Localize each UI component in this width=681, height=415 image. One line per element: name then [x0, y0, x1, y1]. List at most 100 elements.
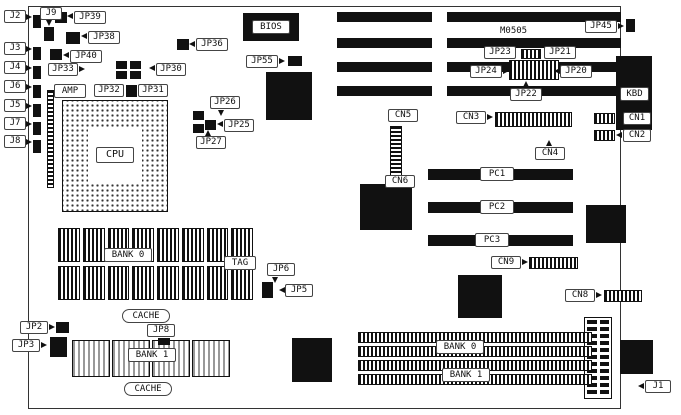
leader-arrow	[554, 68, 560, 74]
memory-module	[206, 266, 229, 300]
jumper-jp25	[205, 120, 216, 130]
isa-slot-1-short	[337, 12, 432, 22]
isa-slot-3-short	[337, 62, 432, 72]
memory-bank0-row-1	[58, 228, 253, 262]
leader-arrow	[487, 114, 493, 120]
board-model: M0505	[500, 26, 528, 36]
connector-j3	[33, 47, 41, 60]
label-jp36: JP36	[196, 38, 228, 51]
label-pc1: PC1	[480, 167, 514, 181]
isa-slot-2-long	[447, 38, 621, 48]
leader-arrow	[522, 259, 528, 265]
leader-arrow	[189, 41, 195, 47]
label-jp40: JP40	[70, 50, 102, 63]
amp-sip-package	[47, 90, 54, 188]
label-j6: J6	[4, 80, 26, 93]
jumper-block-jp30b	[130, 71, 141, 79]
label-bank1-right: BANK 1	[442, 368, 490, 382]
cache-chip-1	[72, 340, 110, 377]
label-j4: J4	[4, 61, 26, 74]
label-jp39: JP39	[74, 11, 106, 24]
label-jp27: JP27	[196, 136, 226, 149]
label-cn9: CN9	[491, 256, 521, 269]
connector-j9	[44, 27, 54, 41]
label-jp32: JP32	[94, 84, 124, 97]
leader-arrow	[26, 46, 32, 52]
leader-arrow	[26, 14, 32, 20]
power-pin-column	[599, 320, 609, 396]
connector-cn3-cn4	[495, 112, 572, 127]
connector-j8	[33, 140, 41, 153]
isa-slot-4-short	[337, 86, 432, 96]
label-kbd: KBD	[620, 87, 649, 101]
leader-arrow	[81, 33, 87, 39]
chipset-chip-1	[266, 72, 312, 120]
connector-j6	[33, 85, 41, 98]
chipset-chip-3	[458, 275, 502, 318]
label-j3: J3	[4, 42, 26, 55]
leader-arrow	[149, 65, 155, 71]
memory-bank0-row-2	[58, 266, 253, 300]
memory-module	[231, 266, 253, 300]
chipset-chip-2	[360, 184, 412, 230]
connector-cn1	[594, 113, 615, 124]
leader-arrow	[279, 58, 285, 64]
connector-j4	[33, 66, 41, 79]
memory-module	[58, 228, 80, 262]
leader-arrow	[218, 110, 224, 116]
label-jp21: JP21	[544, 46, 576, 59]
isa-slot-2-short	[337, 38, 432, 48]
jumper-jp6-jp5	[262, 282, 273, 298]
memory-module	[181, 266, 204, 300]
memory-module	[157, 228, 179, 262]
cache-chip-4	[192, 340, 230, 377]
label-jp22: JP22	[510, 88, 542, 101]
leader-arrow	[546, 140, 552, 146]
leader-arrow	[26, 121, 32, 127]
memory-module	[157, 266, 179, 300]
connector-cn5	[390, 126, 402, 176]
leader-arrow	[49, 324, 55, 330]
jumper-jp32-jp31	[126, 85, 137, 97]
memory-module	[82, 266, 105, 300]
jumper-block-jp23-jp21	[521, 49, 541, 59]
label-j7: J7	[4, 117, 26, 130]
label-jp23: JP23	[484, 46, 516, 59]
leader-arrow	[279, 287, 285, 293]
jumper-jp27	[193, 124, 204, 133]
label-bank0-right: BANK 0	[436, 340, 484, 354]
leader-arrow	[523, 81, 529, 87]
label-jp31: JP31	[138, 84, 168, 97]
memory-module	[58, 266, 80, 300]
label-bios: BIOS	[252, 20, 290, 34]
label-amp: AMP	[54, 84, 86, 98]
label-j8: J8	[4, 135, 26, 148]
label-bank1-left: BANK 1	[128, 348, 176, 362]
jumper-jp40	[50, 49, 62, 60]
label-jp8: JP8	[147, 324, 175, 337]
label-pc2: PC2	[480, 200, 514, 214]
leader-arrow	[41, 342, 47, 348]
leader-arrow	[217, 121, 223, 127]
label-cn4: CN4	[535, 147, 565, 160]
label-cn2: CN2	[623, 129, 651, 142]
connector-j2	[33, 15, 41, 28]
connector-j5	[33, 104, 41, 117]
connector-j7	[33, 122, 41, 135]
label-cache-bottom: CACHE	[124, 382, 172, 396]
jumper-jp38	[66, 32, 80, 44]
label-cn8: CN8	[565, 289, 595, 302]
label-pc3: PC3	[475, 233, 509, 247]
leader-arrow	[67, 13, 73, 19]
leader-arrow	[616, 132, 622, 138]
jumper-jp55	[288, 56, 302, 66]
leader-arrow	[26, 84, 32, 90]
leader-arrow	[272, 277, 278, 283]
leader-arrow	[26, 139, 32, 145]
label-jp55: JP55	[246, 55, 278, 68]
jumper-jp8	[158, 338, 170, 345]
label-jp6: JP6	[267, 263, 295, 276]
memory-module	[181, 228, 204, 262]
label-jp5: JP5	[285, 284, 313, 297]
